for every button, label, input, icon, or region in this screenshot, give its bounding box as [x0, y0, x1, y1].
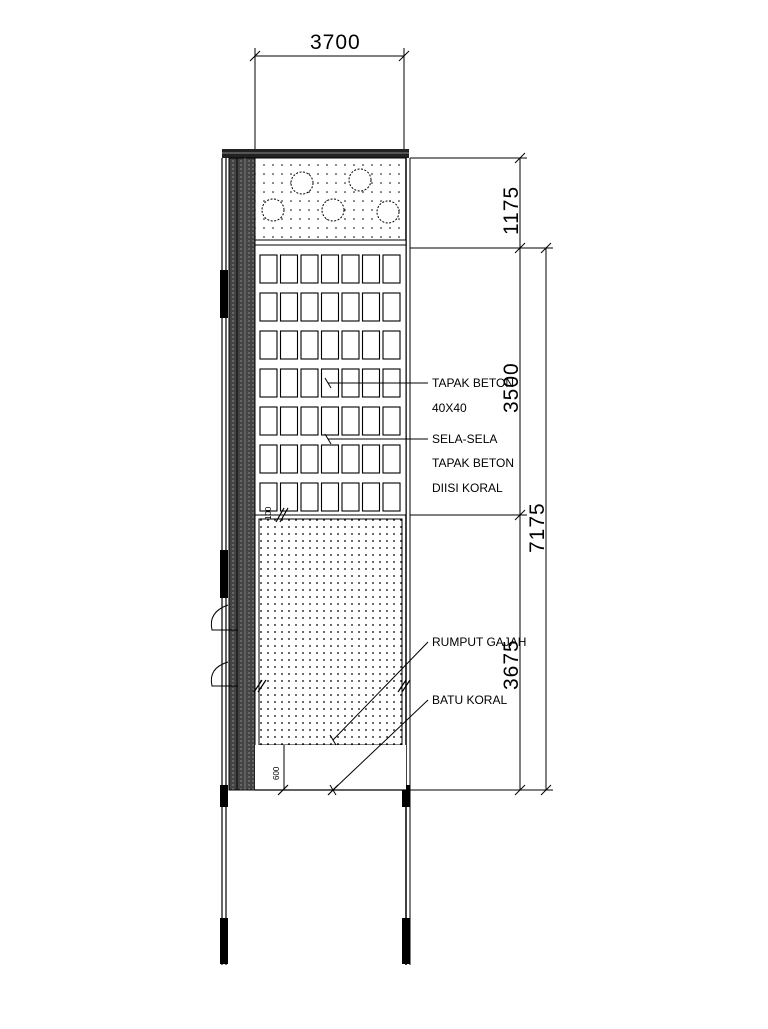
- paving-tile: [382, 254, 401, 284]
- paving-tile: [320, 444, 340, 474]
- paving-tile: [300, 254, 319, 284]
- paving-grid: [259, 254, 401, 512]
- paving-tile: [382, 330, 401, 360]
- paving-tile: [279, 444, 299, 474]
- paving-tile: [320, 406, 340, 436]
- paving-tile: [300, 482, 319, 512]
- door-swing-1: [210, 604, 238, 631]
- lawn-area: [258, 518, 403, 746]
- shrub-symbols: [261, 168, 400, 224]
- dim-3675: 3675: [500, 639, 523, 690]
- right-column-1: [402, 785, 410, 807]
- paving-tile: [361, 292, 381, 322]
- paving-tile: [279, 330, 299, 360]
- paving-tile: [382, 406, 401, 436]
- dim-3700: 3700: [310, 31, 361, 54]
- paving-tile: [361, 330, 381, 360]
- label-sela-sela: SELA-SELA: [432, 432, 497, 446]
- paving-tile: [259, 292, 278, 322]
- dim-600: 600: [272, 766, 281, 780]
- paving-tile: [320, 482, 340, 512]
- paving-tile: [300, 368, 319, 398]
- paving-tile: [259, 444, 278, 474]
- paving-tile: [361, 444, 381, 474]
- label-tapak-beton: TAPAK BETON: [432, 376, 514, 390]
- paving-tile: [279, 292, 299, 322]
- paving-tile: [361, 254, 381, 284]
- paving-tile: [320, 254, 340, 284]
- paving-tile: [279, 406, 299, 436]
- dim-3500: 3500: [500, 362, 523, 413]
- paving-tile: [320, 292, 340, 322]
- gravel-strip: [255, 745, 406, 790]
- left-column-3: [220, 785, 228, 807]
- label-batu-koral: BATU KORAL: [432, 693, 507, 707]
- paving-tile: [361, 482, 381, 512]
- dim-100: 100: [264, 506, 273, 520]
- paving-tile: [259, 330, 278, 360]
- label-tapak-beton-2: TAPAK BETON: [432, 456, 514, 470]
- paving-tile: [341, 292, 360, 322]
- paving-tile: [320, 330, 340, 360]
- paving-tile: [300, 444, 319, 474]
- dim-right-lines: [410, 152, 553, 796]
- dim-top-line: [249, 48, 410, 149]
- paving-tile: [300, 406, 319, 436]
- dim-1175: 1175: [500, 186, 523, 235]
- door-swing-2: [210, 661, 238, 687]
- paving-tile: [341, 444, 360, 474]
- leader-lines: [324, 377, 429, 796]
- paving-tile: [259, 254, 278, 284]
- paving-tile: [279, 368, 299, 398]
- left-column-4: [220, 918, 228, 964]
- paving-tile: [341, 330, 360, 360]
- paving-tile: [341, 482, 360, 512]
- left-wall: [228, 157, 256, 791]
- right-column-2: [402, 918, 410, 964]
- paving-tile: [361, 406, 381, 436]
- paving-tile: [259, 406, 278, 436]
- dim-7175: 7175: [526, 502, 549, 553]
- label-40x40: 40X40: [432, 401, 467, 415]
- paving-tile: [341, 254, 360, 284]
- paving-tile: [300, 330, 319, 360]
- label-diisi-koral: DIISI KORAL: [432, 481, 503, 495]
- paving-tile: [259, 368, 278, 398]
- paving-tile: [279, 482, 299, 512]
- paving-tile: [382, 482, 401, 512]
- label-rumput-gajah: RUMPUT GAJAH: [432, 635, 526, 649]
- paving-tile: [300, 292, 319, 322]
- paving-tile: [382, 292, 401, 322]
- paving-tile: [279, 254, 299, 284]
- paving-tile: [382, 444, 401, 474]
- left-column-1: [220, 270, 228, 318]
- paving-tile: [341, 406, 360, 436]
- left-column-2: [220, 550, 228, 598]
- paving-tile: [259, 482, 278, 512]
